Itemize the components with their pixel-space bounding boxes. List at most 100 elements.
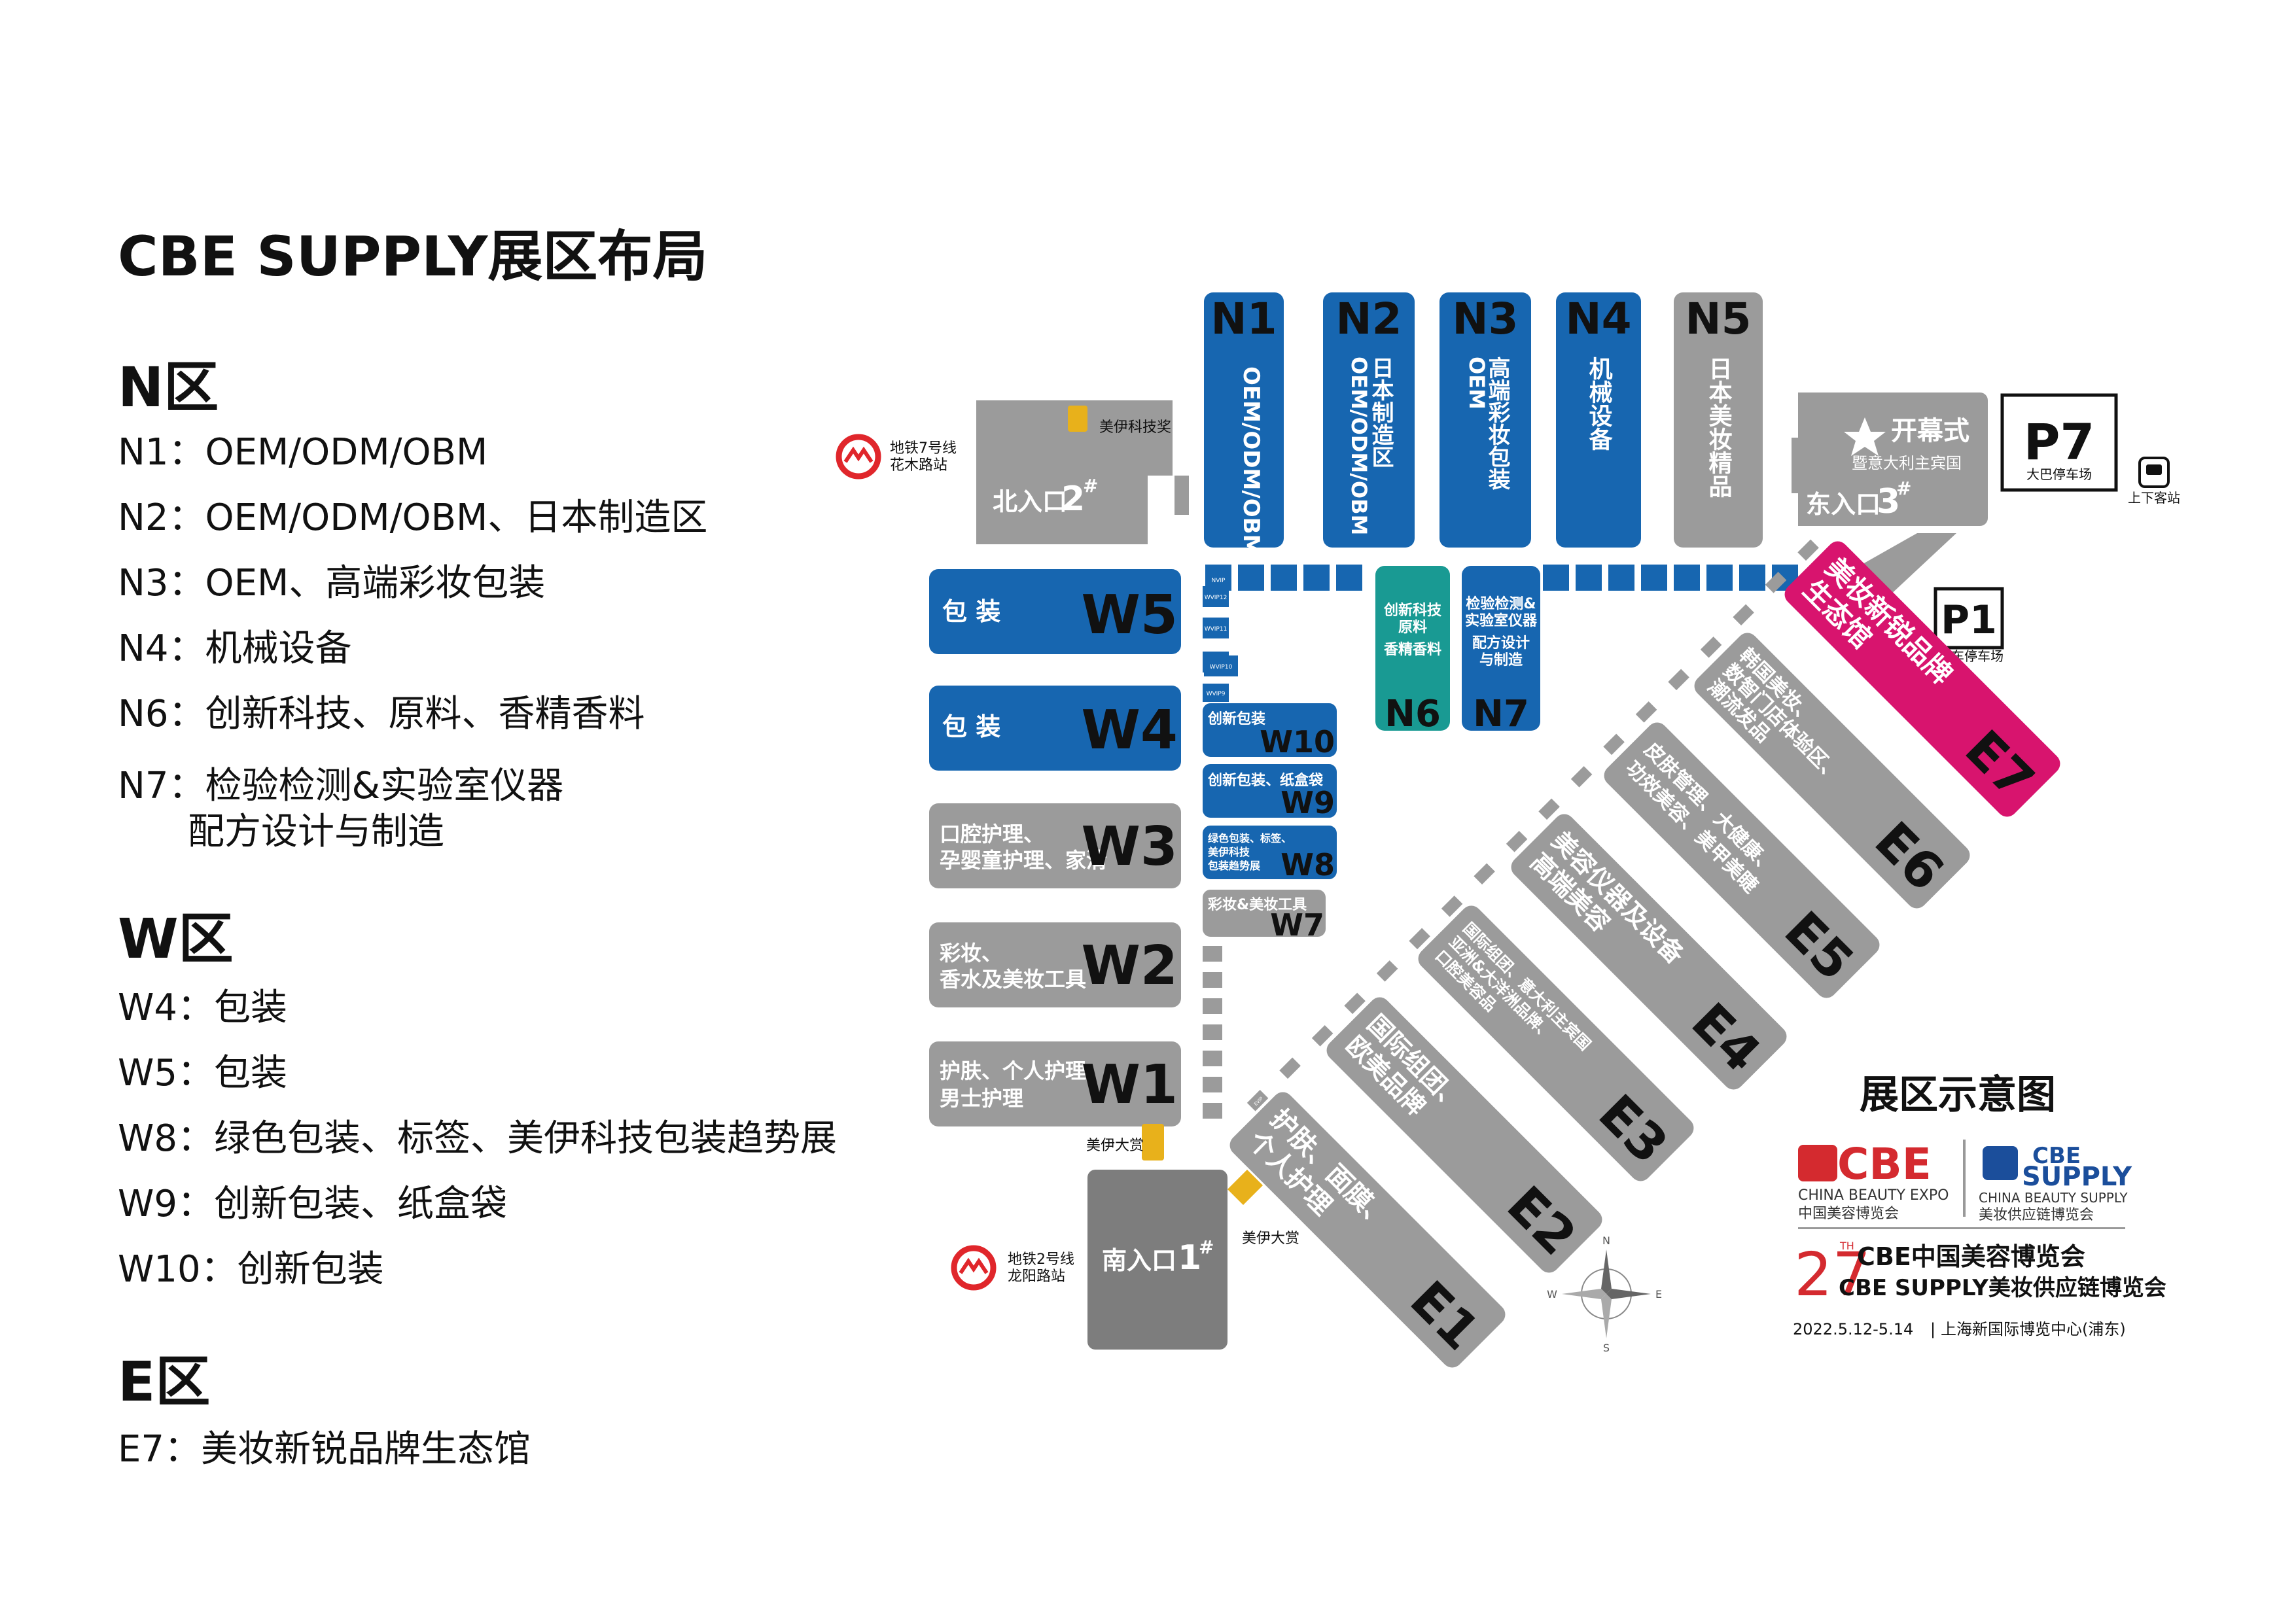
branding: 展区示意图 CBE CHINA BEAUTY EXPO 中国美容博览会 CBE … [1793, 1072, 2166, 1338]
hall-n3[interactable]: N3 高端彩妆包装 OEM [1439, 292, 1531, 548]
nvip-label: NVIP [1212, 578, 1226, 584]
metro-line7-l2: 花木路站 [890, 457, 947, 474]
legend-item-w10: W10：创新包装 [118, 1248, 384, 1291]
hall-n3-desc1: 高端彩妆包装 [1484, 357, 1510, 491]
wvip-strip: WVIP12 WVIP11 WVIP10 WVIP9 [1203, 586, 1238, 1119]
hall-n5[interactable]: N5 日本美妆精品 [1674, 292, 1763, 548]
hall-w9-desc: 创新包装、纸盒袋 [1207, 772, 1324, 789]
hall-w10[interactable]: 创新包装 W10 [1203, 703, 1337, 759]
north-entrance[interactable]: 美伊科技奖 北入口 2 # [976, 400, 1189, 544]
w-zone-heading: W区 [118, 907, 234, 971]
hall-w5-desc: 包 装 [942, 597, 1000, 626]
legend-item-w4: W4：包装 [118, 986, 287, 1029]
metro-line2: 地铁2号线 龙阳路站 [951, 1245, 1074, 1291]
hall-w1-l2: 男士护理 [940, 1086, 1023, 1111]
cbe-logo-icon [1798, 1145, 1837, 1181]
hall-n6[interactable]: 创新科技 原料 香精香料 N6 [1375, 566, 1450, 735]
map-heading: 展区示意图 [1860, 1072, 2056, 1118]
hall-w2-l1: 彩妆、 [940, 941, 1002, 966]
svg-text:|: | [1930, 1320, 1935, 1338]
hall-w9[interactable]: 创新包装、纸盒袋 W9 [1203, 764, 1337, 820]
north-entrance-mark: # [1083, 475, 1098, 497]
award-badge-west: 美伊大赏 [1086, 1124, 1164, 1161]
expo-line2: CBE SUPPLY美妆供应链博览会 [1839, 1275, 2166, 1301]
legend-item-n7: N7：检验检测&实验室仪器 [118, 765, 564, 807]
hall-n6-code: N6 [1385, 693, 1441, 735]
hall-w2[interactable]: 彩妆、 香水及美妆工具 W2 [929, 922, 1181, 1007]
hall-w7[interactable]: 彩妆&美妆工具 W7 [1203, 890, 1326, 943]
hall-n7-l1: 检验检测& [1466, 595, 1536, 612]
bus-desc: 上下客站 [2128, 490, 2180, 506]
hall-w3-code: W3 [1081, 816, 1178, 878]
zone-legend: CBE SUPPLY展区布局 N区 N1：OEM/ODM/OBM N2：OEM/… [0, 0, 851, 1623]
wvip11-label: WVIP11 [1205, 626, 1227, 633]
south-award2-label: 美伊大赏 [1242, 1230, 1299, 1247]
east-entrance-num: 3 [1877, 482, 1900, 521]
hall-w10-desc: 创新包装 [1207, 710, 1265, 727]
hall-n7-l3: 配方设计 [1472, 635, 1530, 652]
hall-w3-l2: 孕婴童护理、家清 [940, 848, 1107, 873]
hall-w5[interactable]: 包 装 W5 [929, 569, 1181, 654]
cbe-en: CHINA BEAUTY EXPO [1798, 1187, 1949, 1204]
legend-item-e7: E7：美妆新锐品牌生态馆 [118, 1428, 531, 1471]
hall-w4[interactable]: 包 装 W4 [929, 686, 1181, 771]
compass-e: E [1655, 1288, 1662, 1300]
edition-number: 27 [1794, 1240, 1871, 1310]
hall-n4-code: N4 [1565, 294, 1631, 344]
hall-n2[interactable]: N2 日本制造区 OEM/ODM/OBM [1323, 292, 1415, 548]
hall-w8[interactable]: 绿色包装、标签、 美伊科技 包装趋势展 W8 [1203, 826, 1337, 882]
north-award-label: 美伊科技奖 [1099, 419, 1171, 436]
edition-sup: TH [1839, 1240, 1854, 1252]
trophy-icon [1227, 1170, 1263, 1205]
hall-n4[interactable]: N4 机械设备 [1556, 292, 1641, 548]
hall-n1[interactable]: N1 OEM/ODM/OBM [1204, 292, 1284, 556]
hall-n5-code: N5 [1685, 294, 1751, 344]
hall-w1-l1: 护肤、个人护理 [940, 1058, 1086, 1083]
south-entrance[interactable]: 南入口 1 # [1087, 1170, 1227, 1350]
east-entrance-label: 东入口 [1806, 490, 1881, 519]
award-badge-south: 美伊大赏 [1227, 1170, 1299, 1247]
p7-desc: 大巴停车场 [2026, 466, 2092, 482]
hall-n6-l3: 香精香料 [1384, 641, 1441, 658]
hall-w3[interactable]: 口腔护理、 孕婴童护理、家清 W3 [929, 803, 1181, 888]
hall-w7-code: W7 [1270, 907, 1324, 943]
metro-line7-l1: 地铁7号线 [890, 440, 957, 457]
compass-rose-icon: N S W E [1547, 1234, 1662, 1354]
legend-item-n3: N3：OEM、高端彩妆包装 [118, 562, 546, 604]
metro-icon [951, 1245, 997, 1291]
e-zone-heading: E区 [118, 1350, 211, 1414]
south-entrance-mark: # [1199, 1236, 1214, 1258]
hall-n7-l2: 实验室仪器 [1465, 612, 1538, 629]
hall-n1-desc: OEM/ODM/OBM [1238, 366, 1264, 556]
east-entrance-mark: # [1896, 478, 1911, 499]
legend-item-n2: N2：OEM/ODM/OBM、日本制造区 [118, 497, 708, 539]
page-title: CBE SUPPLY展区布局 [118, 224, 708, 288]
metro-line7: 地铁7号线 花木路站 [836, 434, 957, 480]
north-entrance-label: 北入口 [993, 487, 1067, 516]
hall-n7[interactable]: 检验检测& 实验室仪器 配方设计 与制造 N7 [1462, 566, 1540, 735]
trophy-icon [1068, 406, 1087, 432]
south-entrance-num: 1 [1178, 1238, 1201, 1278]
expo-venue: 上海新国际博览中心(浦东) [1941, 1320, 2126, 1338]
hall-n3-desc2: OEM [1464, 357, 1489, 410]
compass-s: S [1603, 1342, 1610, 1354]
hall-w3-l1: 口腔护理、 [940, 822, 1044, 846]
hall-n3-code: N3 [1452, 294, 1518, 344]
evip-strip: EVIP [1246, 539, 1819, 1111]
hall-w4-code: W4 [1081, 699, 1178, 761]
hall-n6-l2: 原料 [1398, 620, 1427, 636]
hall-w10-code: W10 [1260, 724, 1335, 759]
metro-icon [836, 434, 881, 480]
supply-logo-icon [1983, 1146, 2018, 1180]
opening-label: 开幕式 [1891, 416, 1969, 446]
supply-cn: 美妆供应链博览会 [1979, 1207, 2094, 1223]
cbe-cn: 中国美容博览会 [1798, 1206, 1899, 1222]
hall-n2-desc1: 日本制造区 [1368, 357, 1394, 468]
compass-n: N [1602, 1234, 1610, 1247]
legend-item-w5: W5：包装 [118, 1052, 287, 1094]
hall-w1[interactable]: 护肤、个人护理 男士护理 W1 [929, 1041, 1181, 1126]
hall-n7-code: N7 [1473, 693, 1529, 735]
hall-w7-desc: 彩妆&美妆工具 [1207, 896, 1307, 913]
hall-n7-l4: 与制造 [1479, 652, 1523, 669]
